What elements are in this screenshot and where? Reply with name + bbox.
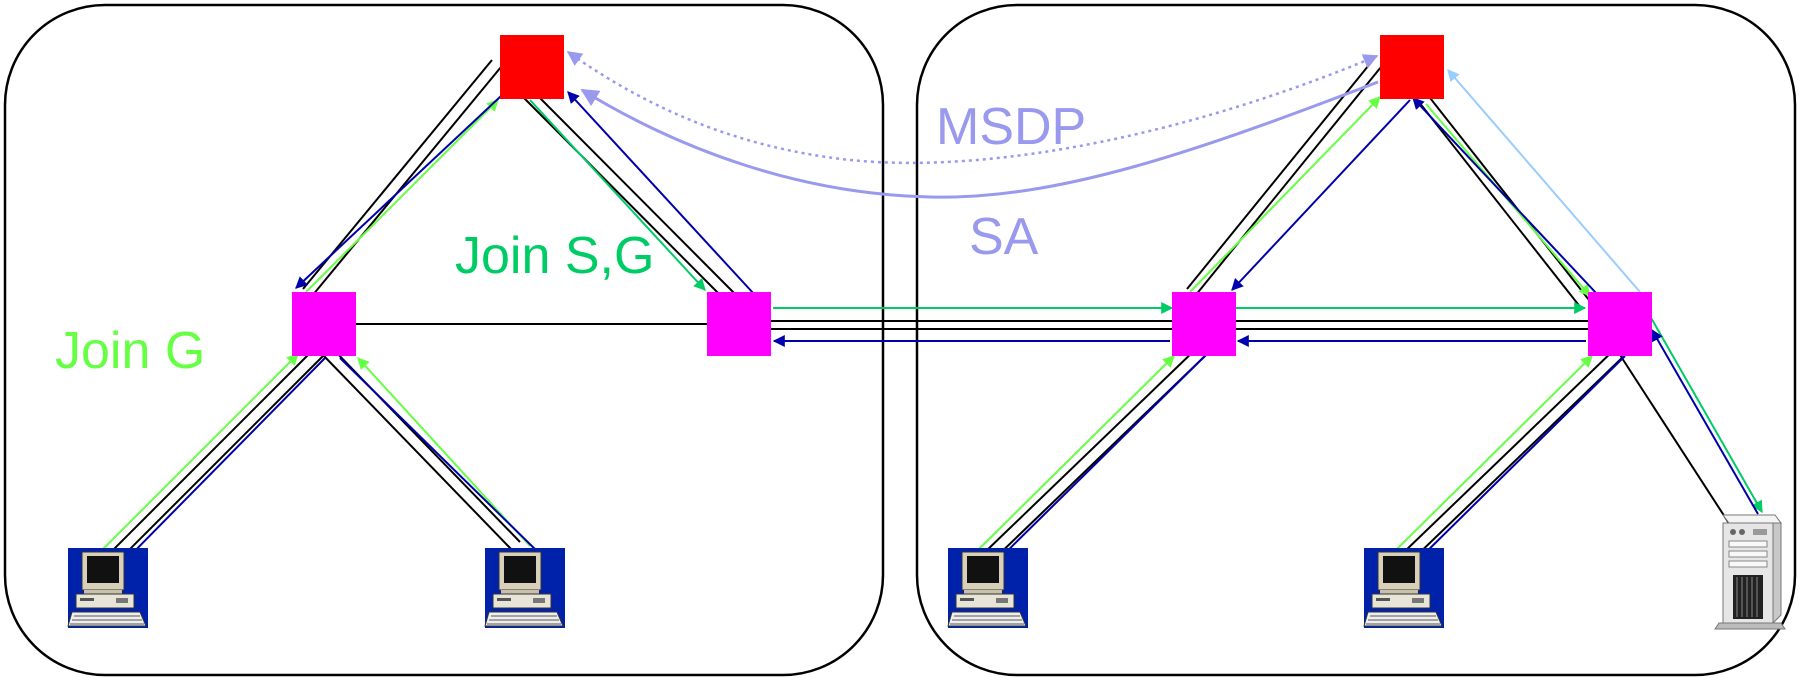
router-left-1 xyxy=(292,292,356,356)
rendezvous-point-right xyxy=(1380,35,1444,99)
join-g-label: Join G xyxy=(55,322,205,380)
rendezvous-point-left xyxy=(500,35,564,99)
join-sg-label: Join S,G xyxy=(455,227,654,285)
server-tower-icon xyxy=(1714,514,1786,630)
desktop-computer-icon xyxy=(947,547,1029,629)
sa-label: SA xyxy=(969,208,1039,266)
router-left-2 xyxy=(707,292,771,356)
desktop-computer-icon xyxy=(1363,547,1445,629)
msdp-peering-curve xyxy=(566,50,1379,165)
desktop-computer-icon xyxy=(484,547,566,629)
register-arrow xyxy=(1447,69,1641,293)
router-right-1 xyxy=(1172,292,1236,356)
desktop-computer-icon xyxy=(67,547,149,629)
msdp-label: MSDP xyxy=(936,98,1086,156)
join-sg-arrows xyxy=(529,99,1763,514)
join-g-arrows xyxy=(101,96,1593,551)
sa-message-curve xyxy=(580,80,1379,199)
router-right-2 xyxy=(1588,292,1652,356)
data-flow-arrows xyxy=(117,81,1759,569)
